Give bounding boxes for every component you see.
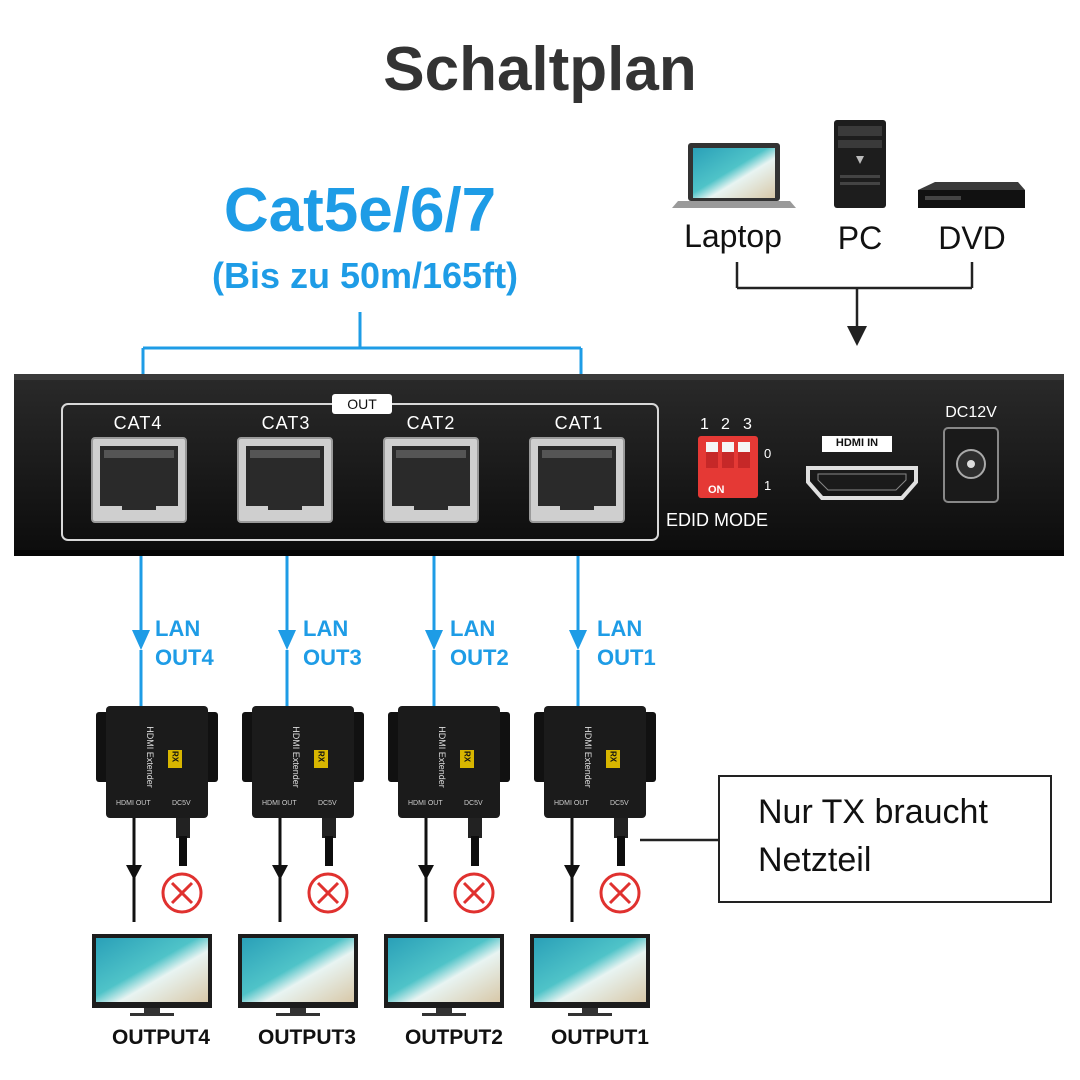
lan-out2-line1: LAN (450, 616, 496, 641)
output1-label: OUTPUT1 (550, 1026, 649, 1049)
lan-out2-label: LAN OUT2 (450, 614, 509, 672)
hdmi-in-label: HDMI IN (835, 437, 879, 449)
source-label-dvd: DVD (938, 220, 1006, 256)
hdmi-in-port (806, 436, 918, 500)
note-line1: Nur TX braucht (758, 793, 988, 831)
source-label-laptop: Laptop (684, 218, 782, 254)
lan-arrow-3 (278, 630, 296, 650)
lan-arrow-2 (425, 630, 443, 650)
rx-badge-label-2: RX (462, 750, 472, 763)
hdmi-arrow-1 (564, 865, 580, 880)
lan-arrow-4 (132, 630, 150, 650)
lan-out1-label: LAN OUT1 (597, 614, 656, 672)
source-arrow (847, 326, 867, 346)
port-label-cat2: CAT2 (406, 413, 456, 433)
rx-badge-2 (460, 750, 474, 768)
monitor-icon-2 (384, 934, 504, 1016)
dip-side-0: 0 (764, 446, 772, 461)
rx-hdmi-out-label-2: HDMI OUT (408, 800, 443, 807)
rj45-port-2 (383, 437, 479, 523)
dip-side-1: 1 (764, 478, 772, 493)
output4-label: OUTPUT4 (111, 1026, 210, 1049)
rj45-port-4 (91, 437, 187, 523)
port-label-cat4: CAT4 (113, 413, 163, 433)
rx-dc-label-4: DC5V (172, 800, 191, 807)
output-chains (92, 556, 656, 1016)
rx-dc-label-2: DC5V (464, 800, 483, 807)
page-title: Schaltplan (383, 35, 697, 104)
rx-badge-label-1: RX (608, 750, 618, 763)
dc-cable-4 (179, 836, 187, 866)
dc-jack (943, 427, 999, 503)
receiver-box-1 (534, 706, 656, 818)
dc-cable-1 (617, 836, 625, 866)
edid-mode-label: EDID MODE (666, 510, 769, 530)
lan-out4-line1: LAN (155, 616, 201, 641)
lan-out1-line2: OUT1 (597, 645, 656, 670)
port-label-cat1: CAT1 (554, 413, 604, 433)
lan-out4-label: LAN OUT4 (155, 614, 214, 672)
rx-name-label-2: HDMI Extender (437, 726, 447, 788)
dip-number-3: 3 (743, 416, 752, 433)
rx-badge-4 (168, 750, 182, 768)
monitor-icon-3 (238, 934, 358, 1016)
rx-badge-label-3: RX (316, 750, 326, 763)
rx-badge-3 (314, 750, 328, 768)
output3-label: OUTPUT3 (257, 1026, 356, 1049)
cable-type-title: Cat5e/6/7 (223, 176, 497, 245)
rj45-port-3 (237, 437, 333, 523)
receiver-box-2 (388, 706, 510, 818)
hdmi-arrow-4 (126, 865, 142, 880)
lan-out4-line2: OUT4 (155, 645, 214, 670)
rx-hdmi-out-label-4: HDMI OUT (116, 800, 151, 807)
lan-arrow-1 (569, 630, 587, 650)
dip-on-label: ON (708, 484, 725, 496)
hdmi-arrow-2 (418, 865, 434, 880)
rx-name-label-3: HDMI Extender (291, 726, 301, 788)
output-chain-1 (530, 556, 656, 1016)
output-chain-3 (238, 556, 364, 1016)
output2-label: OUTPUT2 (404, 1026, 503, 1049)
monitor-icon-1 (530, 934, 650, 1016)
source-bracket (735, 262, 974, 330)
dip-number-1: 1 (700, 416, 709, 433)
source-label-pc: PC (837, 220, 883, 256)
note-line2: Netzteil (758, 841, 872, 879)
dvd-player-icon (918, 182, 1025, 208)
cable-bracket (141, 312, 583, 378)
rx-hdmi-out-label-1: HDMI OUT (554, 800, 589, 807)
output-chain-2 (384, 556, 510, 1016)
rj45-ports (91, 437, 625, 523)
power-note-box: Nur TX braucht Netzteil (718, 775, 1052, 903)
output-chain-4 (92, 556, 218, 1016)
rx-badge-1 (606, 750, 620, 768)
hdmi-arrow-3 (272, 865, 288, 880)
dc12v-label: DC12V (945, 404, 997, 421)
rx-dc-label-3: DC5V (318, 800, 337, 807)
dc-cable-3 (325, 836, 333, 866)
lan-out3-line1: LAN (303, 616, 349, 641)
rj45-port-1 (529, 437, 625, 523)
lan-out3-line2: OUT3 (303, 645, 362, 670)
receiver-box-3 (242, 706, 364, 818)
lan-out3-label: LAN OUT3 (303, 614, 362, 672)
dc-cable-2 (471, 836, 479, 866)
rx-name-label-4: HDMI Extender (145, 726, 155, 788)
lan-out1-line1: LAN (597, 616, 643, 641)
rx-badge-label-4: RX (170, 750, 180, 763)
pc-icon (834, 120, 886, 208)
laptop-icon (672, 143, 796, 208)
rx-name-label-1: HDMI Extender (583, 726, 593, 788)
out-label: OUT (347, 396, 377, 412)
monitor-icon-4 (92, 934, 212, 1016)
dip-number-2: 2 (721, 416, 730, 433)
dip-switch (698, 436, 758, 498)
port-label-cat3: CAT3 (261, 413, 311, 433)
rx-hdmi-out-label-3: HDMI OUT (262, 800, 297, 807)
receiver-box-4 (96, 706, 218, 818)
rx-dc-label-1: DC5V (610, 800, 629, 807)
cable-length-subtitle: (Bis zu 50m/165ft) (211, 255, 519, 296)
lan-out2-line2: OUT2 (450, 645, 509, 670)
